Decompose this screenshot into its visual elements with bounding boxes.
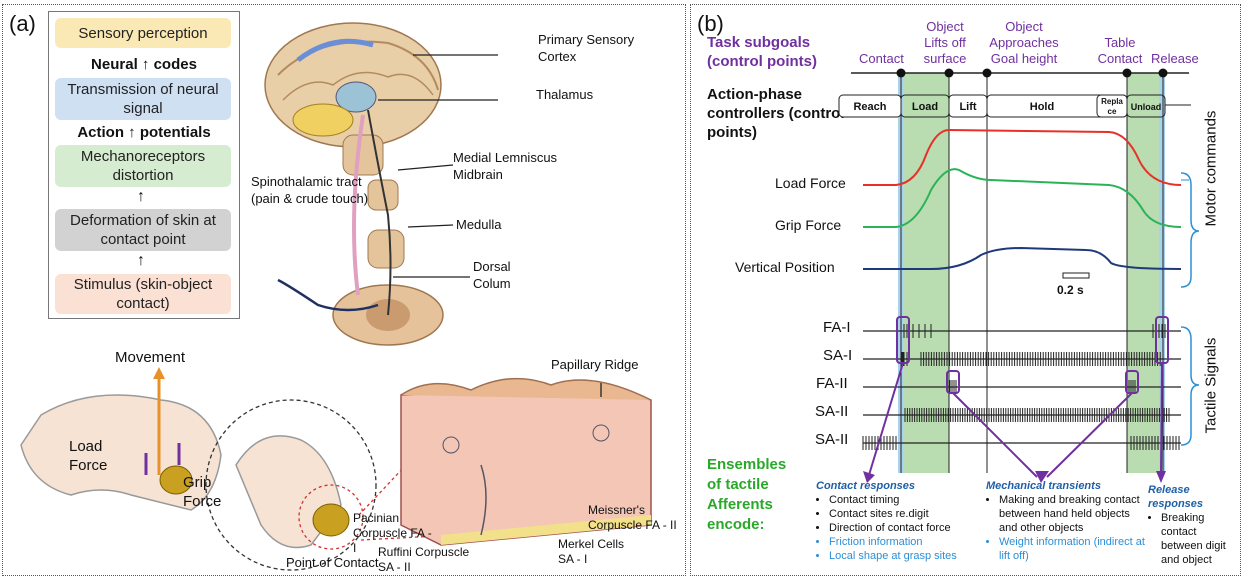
contact-item-1: Contact timing	[829, 493, 981, 507]
deformation-box: Deformation of skin at contact point	[55, 209, 231, 251]
dorsal-colum-label: Dorsal Colum	[473, 258, 533, 292]
event-dot-contact	[897, 69, 906, 78]
primary-sensory-cortex-label: Primary Sensory Cortex	[538, 31, 668, 65]
afferent-sa1-label: SA-I	[823, 347, 852, 364]
potentials-label: potentials	[140, 124, 211, 141]
motor-commands-label: Motor commands	[1203, 104, 1220, 234]
event-dot-release	[1159, 69, 1168, 78]
meissner-label: Meissner's Corpuscle FA - II	[588, 503, 678, 533]
transmission-box: Transmission of neural signal	[55, 78, 231, 120]
arrow-up-2: ↑	[137, 252, 145, 270]
afferent-sa2-label: SA-II	[815, 403, 848, 420]
afferent-fa1-label: FA-I	[823, 319, 851, 336]
fingertip-icon	[236, 436, 349, 548]
afferent-fa2-label: FA-II	[816, 375, 848, 392]
mechanical-item-2: Weight information (indirect at lift off…	[999, 535, 1146, 563]
contact-item-2: Contact sites re.digit	[829, 507, 981, 521]
spinothalamic-label: Spinothalamic tract (pain & crude touch)	[251, 173, 371, 207]
release-responses-block: Release responses Breaking contact betwe…	[1148, 483, 1240, 567]
panel-b: (b) Task subgoals (control points) Actio…	[690, 4, 1241, 576]
afferent-sa2b-label: SA-II	[815, 431, 848, 448]
scale-bar-label: 0.2 s	[1057, 283, 1084, 297]
contact-responses-block: Contact responses Contact timing Contact…	[816, 479, 981, 563]
svg-text:ce: ce	[1108, 107, 1117, 116]
load-force-label: Load Force	[69, 437, 119, 475]
mechanical-item-1: Making and breaking contact between hand…	[999, 493, 1146, 535]
codes-label: codes	[154, 56, 197, 73]
phase-hold: Hold	[1030, 101, 1054, 113]
contact-item-3: Direction of contact force	[829, 521, 981, 535]
panel-a: (a) Sensory perception Neural ↑ codes Tr…	[2, 4, 686, 576]
ensembles-label: Ensembles of tactile Afferents encode:	[707, 455, 797, 535]
release-item-1: Breaking contact between digit and objec…	[1161, 511, 1240, 567]
event-dot-approach	[983, 69, 992, 78]
brain-icon	[265, 23, 441, 175]
phase-lift: Lift	[959, 101, 976, 113]
contact-responses-title: Contact responses	[816, 479, 981, 493]
action-label: Action	[77, 124, 124, 141]
contact-item-5: Local shape at grasp sites	[829, 549, 981, 563]
event-dot-lift	[945, 69, 954, 78]
release-responses-title: Release responses	[1148, 483, 1240, 511]
grip-force-signal-label: Grip Force	[775, 217, 841, 233]
papillary-ridge-label: Papillary Ridge	[551, 357, 638, 372]
medial-lemniscus-label: Medial Lemniscus Midbrain	[453, 149, 573, 183]
contact-item-4: Friction information	[829, 535, 981, 549]
sensory-perception-box: Sensory perception	[55, 18, 231, 48]
panel-a-label: (a)	[9, 11, 36, 37]
phase-load: Load	[912, 101, 938, 113]
action-potentials-label: Action ↑ potentials	[49, 124, 239, 141]
grip-force-label: Grip Force	[183, 473, 233, 511]
phase-reach: Reach	[853, 101, 886, 113]
point-of-contact-label: Point of Contact	[286, 555, 379, 570]
flow-chart: Sensory perception Neural ↑ codes Transm…	[48, 11, 240, 319]
mechanoreceptors-box: Mechanoreceptors distortion	[55, 145, 231, 187]
merkel-label: Merkel Cells SA - I	[558, 537, 638, 567]
tactile-signals-label: Tactile Signals	[1203, 336, 1220, 436]
thalamus-label: Thalamus	[536, 87, 593, 102]
ruffini-label: Ruffini Corpuscle SA - II	[378, 545, 473, 575]
movement-label: Movement	[115, 349, 185, 366]
vertical-position-label: Vertical Position	[735, 259, 835, 275]
medulla-label: Medulla	[456, 217, 502, 232]
phase-boxes: Reach Load Lift Hold Repla ce Unload	[839, 95, 1165, 117]
scale-bar	[1063, 273, 1089, 278]
neural-codes-label: Neural ↑ codes	[49, 56, 239, 73]
mechanical-transients-title: Mechanical transients	[986, 479, 1146, 493]
load-force-signal-label: Load Force	[775, 175, 846, 191]
mechanical-transients-block: Mechanical transients Making and breakin…	[986, 479, 1146, 563]
stimulus-box: Stimulus (skin-object contact)	[55, 274, 231, 314]
event-dot-table	[1123, 69, 1132, 78]
phase-unload: Unload	[1131, 102, 1162, 112]
arrow-up-1: ↑	[137, 188, 145, 206]
phase-replace: Repla	[1101, 97, 1123, 106]
neural-label: Neural	[91, 56, 138, 73]
